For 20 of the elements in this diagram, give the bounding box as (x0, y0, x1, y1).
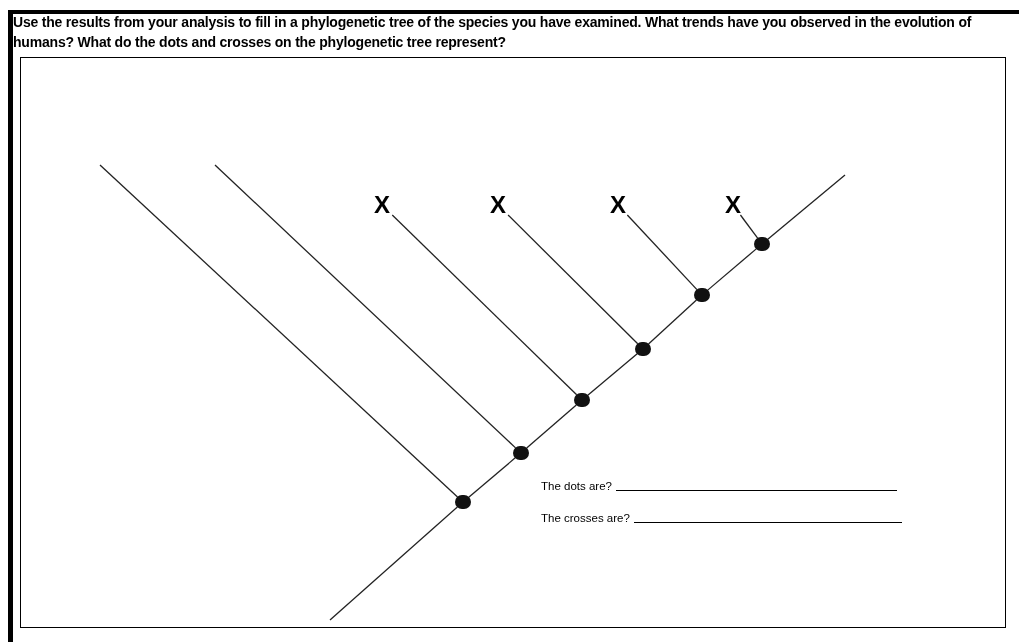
prompt-text: The crosses are? (541, 511, 630, 525)
tree-branch (468, 457, 516, 498)
tree-branch (526, 404, 577, 449)
tree-branch (767, 174, 846, 240)
tree-branch (587, 353, 638, 396)
tree-branch (739, 214, 759, 239)
tree-branch (647, 299, 698, 345)
prompt-text: The dots are? (541, 479, 612, 493)
extinction-cross: X (371, 195, 393, 215)
question-text: Use the results from your analysis to fill in a phylogenetic tree of the species you have examined. What trends have you observed in the evolution of humans? What do the dots and crosses on the phylogenetic tree represent? (13, 13, 973, 52)
tree-branch (329, 506, 459, 621)
extinction-cross: X (722, 195, 744, 215)
tree-branch (99, 164, 459, 498)
tree-branch (707, 248, 757, 291)
extinction-cross: X (487, 195, 509, 215)
tree-branch (507, 214, 639, 345)
extinction-cross: X (607, 195, 629, 215)
tree-branch (214, 164, 517, 449)
tree-branch (391, 214, 578, 396)
tree-branch (626, 214, 698, 291)
